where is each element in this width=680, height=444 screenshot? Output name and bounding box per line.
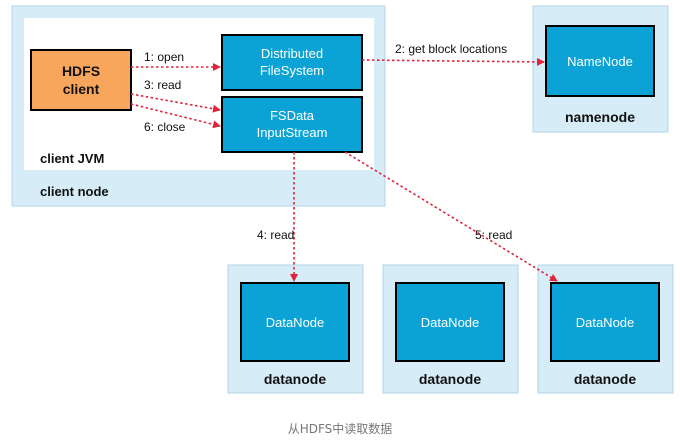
namenode-label: namenode xyxy=(565,109,635,125)
fsdis-line1: FSData xyxy=(270,108,315,123)
datanode-host-2: DataNode datanode xyxy=(382,264,519,394)
datanode-label-2: datanode xyxy=(419,371,481,387)
datanode-box-1 xyxy=(240,282,350,362)
fsdata-inputstream-box xyxy=(221,96,363,153)
arrow-read-3 xyxy=(130,93,221,113)
namenode-host: NameNode namenode xyxy=(532,5,669,133)
fsdis-line2: InputStream xyxy=(257,125,328,140)
datanode-box-3 xyxy=(550,282,660,362)
datanode-inner-label-1: DataNode xyxy=(266,315,325,330)
dfs-line2: FileSystem xyxy=(260,63,324,78)
step-close-label: 6: close xyxy=(144,120,186,134)
hdfs-read-diagram: client JVM client node HDFS client Distr… xyxy=(11,5,674,394)
datanode-inner-label-2: DataNode xyxy=(421,315,480,330)
namenode-box xyxy=(545,25,655,97)
datanode-host-1: DataNode datanode xyxy=(227,264,364,394)
step-get-locations-label: 2: get block locations xyxy=(395,42,507,56)
namenode-inner-label: NameNode xyxy=(567,54,633,69)
client-jvm-label: client JVM xyxy=(40,151,104,166)
figure-caption: 从HDFS中读取数据 xyxy=(287,422,393,436)
hdfs-client-line2: client xyxy=(63,81,100,97)
client-node-label: client node xyxy=(40,184,109,199)
arrow-get-block-locations xyxy=(361,57,545,66)
datanode-box-2 xyxy=(395,282,505,362)
step-open-label: 1: open xyxy=(144,50,184,64)
client-node: client JVM client node HDFS client Distr… xyxy=(11,5,386,207)
distributed-filesystem-box xyxy=(221,34,363,91)
datanode-inner-label-3: DataNode xyxy=(576,315,635,330)
arrow-close xyxy=(130,103,221,129)
hdfs-client-box xyxy=(30,49,132,111)
step-read-4-label: 4: read xyxy=(257,228,294,242)
step-read-3-label: 3: read xyxy=(144,78,181,92)
datanode-host-3: DataNode datanode xyxy=(537,264,674,394)
arrows xyxy=(130,57,558,282)
step-read-5-label: 5: read xyxy=(475,228,512,242)
datanode-label-3: datanode xyxy=(574,371,636,387)
arrow-read-5 xyxy=(344,151,558,282)
datanode-label-1: datanode xyxy=(264,371,326,387)
dfs-line1: Distributed xyxy=(261,46,323,61)
hdfs-client-line1: HDFS xyxy=(62,63,100,79)
